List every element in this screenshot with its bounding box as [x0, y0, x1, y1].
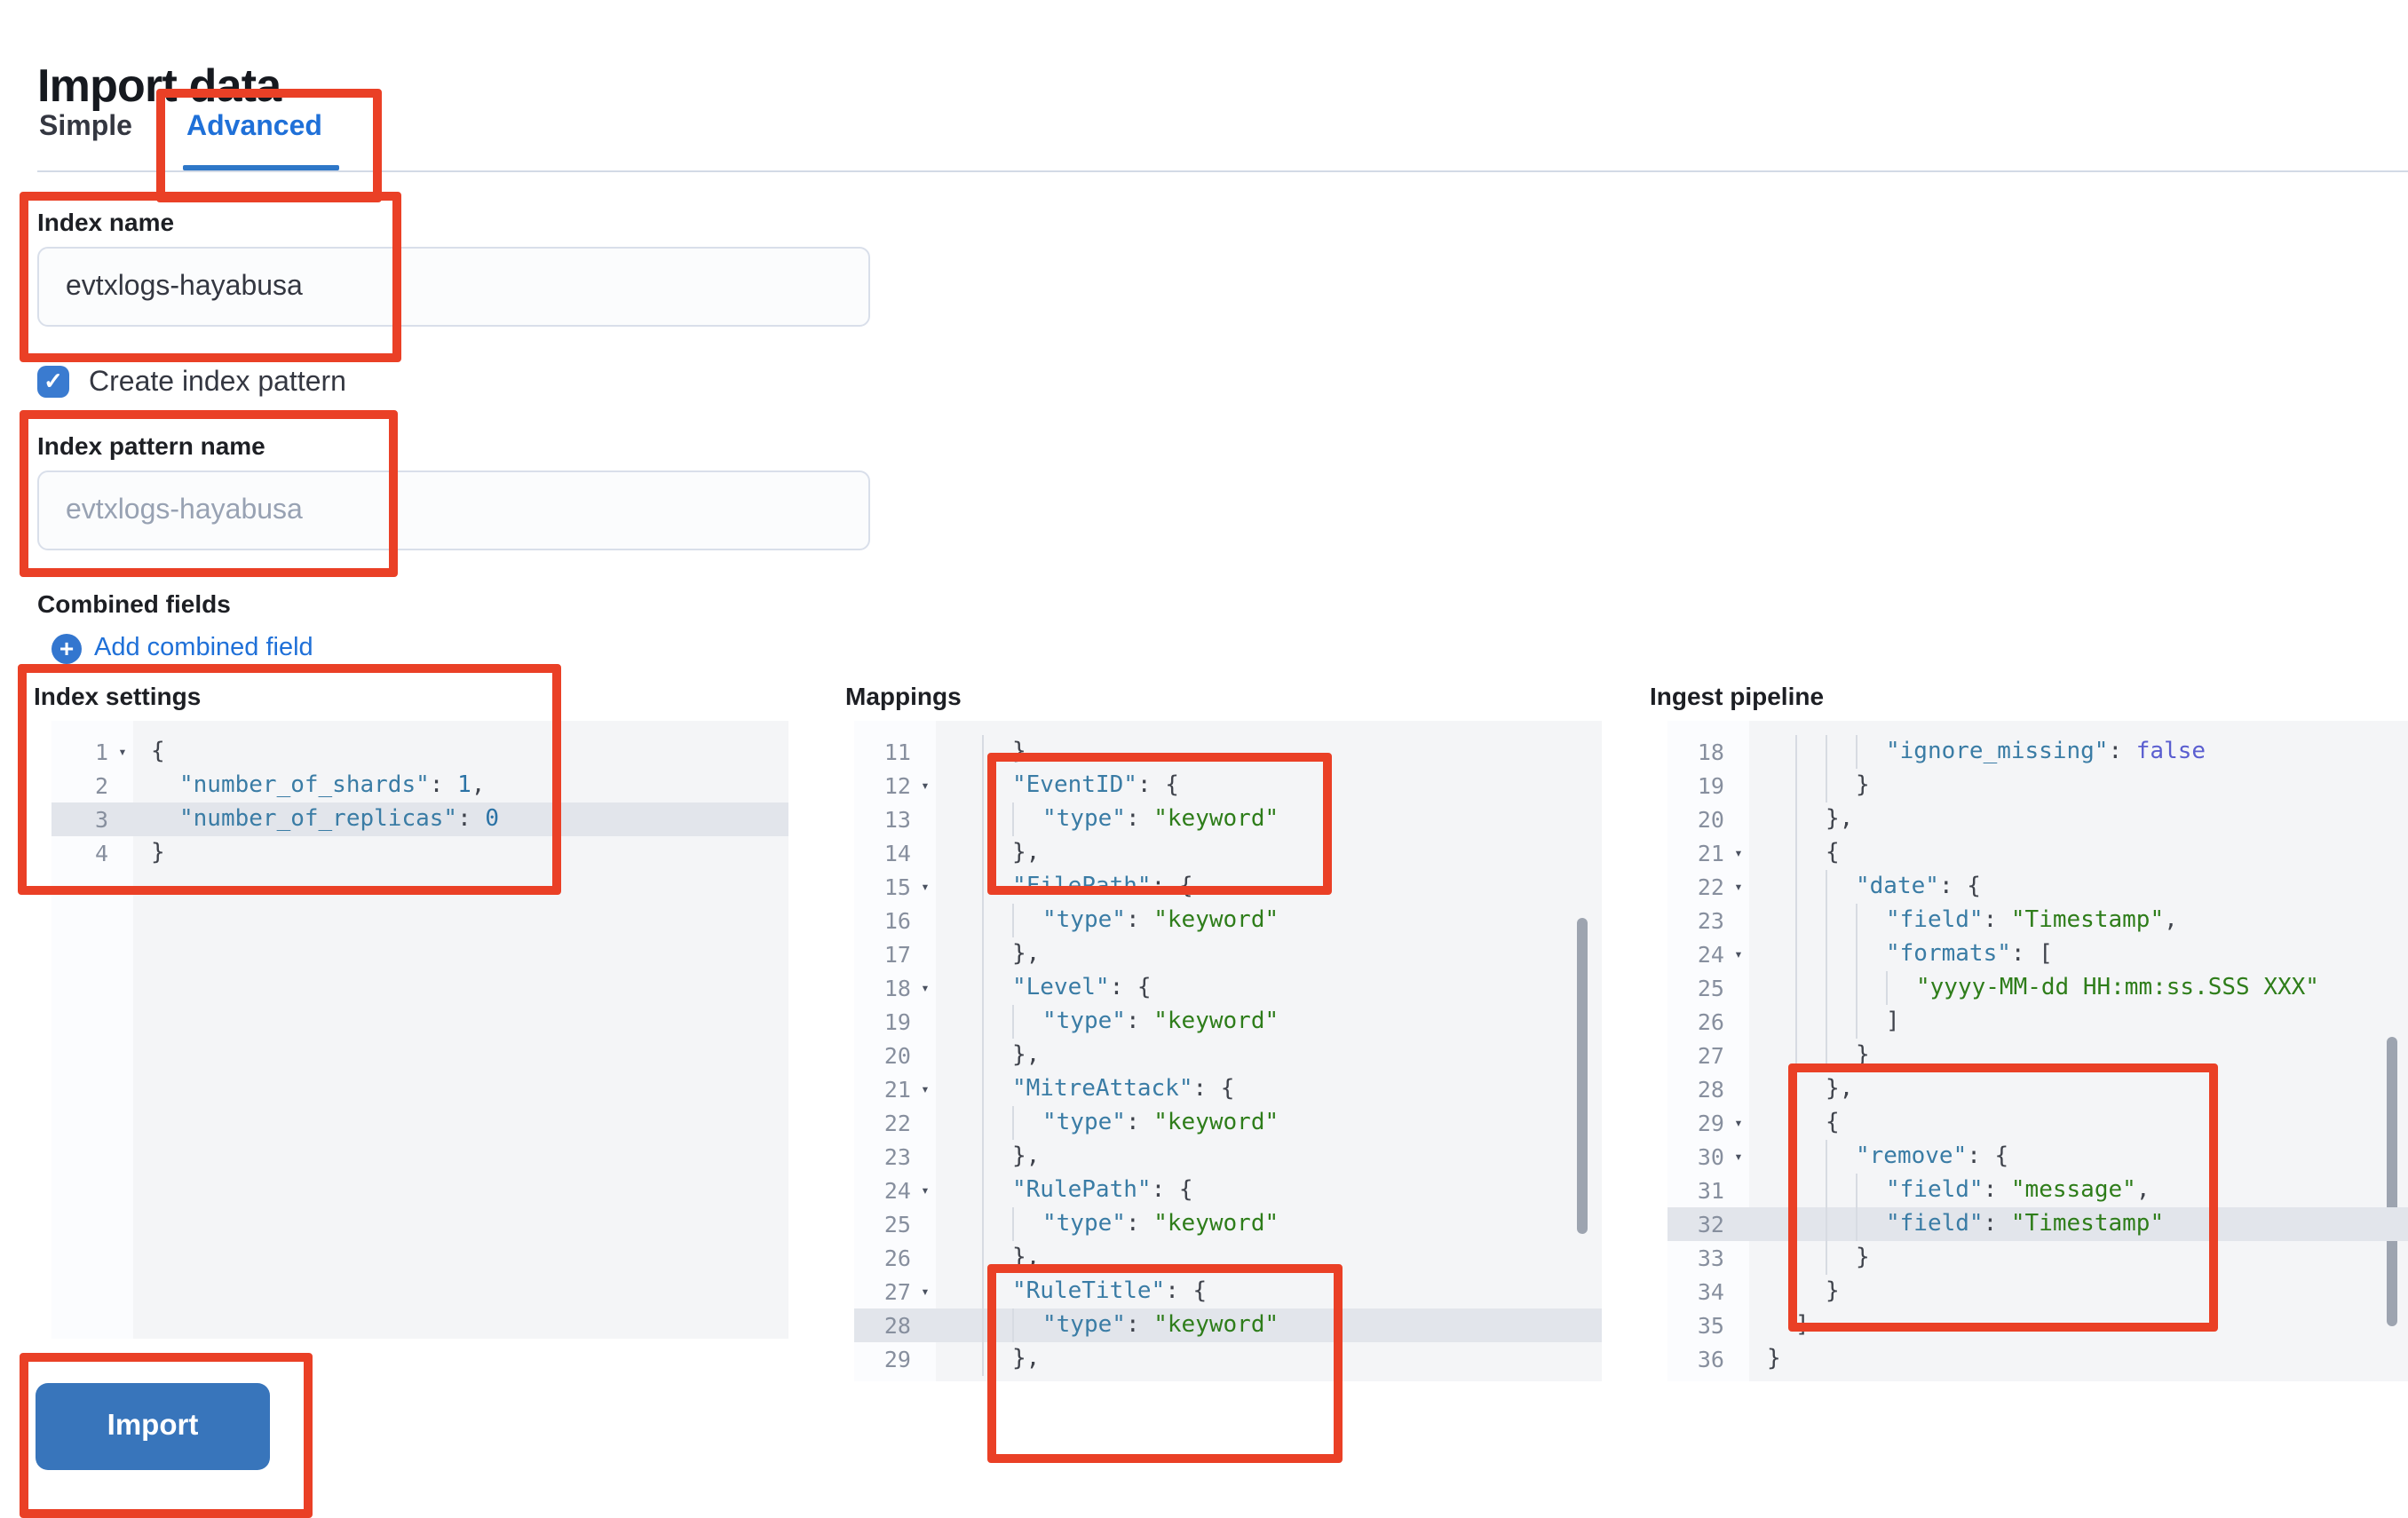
ingest-pipeline-scrollbar[interactable] [2387, 1037, 2397, 1326]
code-line: 25"type": "keyword" [854, 1207, 1602, 1241]
code-line: 12▾"EventID": { [854, 769, 1602, 802]
code-line: 26] [1667, 1005, 2408, 1039]
code-line: 19} [1667, 769, 2408, 802]
code-line: 23"field": "Timestamp", [1667, 904, 2408, 937]
code-line: 21▾"MitreAttack": { [854, 1072, 1602, 1106]
code-line: 27} [1667, 1039, 2408, 1072]
fold-arrow-icon[interactable]: ▾ [921, 879, 930, 895]
fold-arrow-icon[interactable]: ▾ [921, 1284, 930, 1300]
code-line: 25"yyyy-MM-dd HH:mm:ss.SSS XXX" [1667, 971, 2408, 1005]
code-line: 36} [1697, 1346, 1781, 1372]
import-button[interactable]: Import [36, 1383, 270, 1470]
fold-arrow-icon[interactable]: ▾ [921, 778, 930, 794]
mappings-scrollbar[interactable] [1577, 918, 1588, 1234]
code-line: 30▾"remove": { [1667, 1140, 2408, 1174]
code-line: 4} [94, 840, 165, 866]
code-line: 35] [1697, 1312, 1810, 1339]
code-line: 28"type": "keyword" [854, 1308, 1602, 1342]
code-line: 22▾"date": { [1667, 870, 2408, 904]
fold-arrow-icon[interactable]: ▾ [1734, 1149, 1743, 1165]
index-name-label: Index name [37, 208, 175, 236]
fold-arrow-icon[interactable]: ▾ [921, 980, 930, 996]
page-title: Import data [37, 59, 281, 113]
code-line: 29▾{ [1667, 1106, 2408, 1140]
code-line: 2"number_of_shards": 1, [94, 772, 486, 799]
code-line: 15▾"FilePath": { [854, 870, 1602, 904]
fold-arrow-icon[interactable]: ▾ [1734, 879, 1743, 895]
code-line: 18"ignore_missing": false [1667, 735, 2408, 769]
create-index-pattern-checkbox[interactable] [37, 366, 69, 398]
code-line: 24▾"formats": [ [1667, 937, 2408, 971]
code-line: 16"type": "keyword" [854, 904, 1602, 937]
active-tab-underline [183, 165, 339, 170]
code-line: 3"number_of_replicas": 0 [51, 802, 788, 836]
mappings-label: Mappings [845, 682, 962, 710]
fold-arrow-icon[interactable]: ▾ [118, 744, 127, 760]
code-line: 22"type": "keyword" [854, 1106, 1602, 1140]
code-line: 14}, [854, 836, 1602, 870]
plus-in-circle-icon[interactable] [51, 632, 82, 664]
tab-simple[interactable]: Simple [39, 112, 132, 142]
code-line: 20}, [1667, 802, 2408, 836]
code-line: 31"field": "message", [1667, 1174, 2408, 1207]
index-settings-label: Index settings [34, 682, 202, 710]
fold-arrow-icon[interactable]: ▾ [1734, 845, 1743, 861]
code-line: 1▾{ [51, 735, 788, 769]
code-line: 29}, [854, 1342, 1602, 1376]
code-line: 18▾"Level": { [854, 971, 1602, 1005]
index-pattern-name-label: Index pattern name [37, 431, 265, 460]
fold-arrow-icon[interactable]: ▾ [921, 1081, 930, 1097]
code-line: 23}, [854, 1140, 1602, 1174]
index-name-input[interactable] [37, 247, 870, 327]
code-line: 11}, [854, 735, 1602, 769]
code-line: 32"field": "Timestamp" [1667, 1207, 2408, 1241]
fold-arrow-icon[interactable]: ▾ [1734, 946, 1743, 962]
create-index-pattern-label: Create index pattern [89, 368, 346, 398]
editor-gutter [1667, 721, 1749, 1381]
index-pattern-name-input[interactable] [37, 470, 870, 550]
code-line: 19"type": "keyword" [854, 1005, 1602, 1039]
fold-arrow-icon[interactable]: ▾ [1734, 1115, 1743, 1131]
ingest-pipeline-label: Ingest pipeline [1650, 682, 1825, 710]
code-line: 33} [1667, 1241, 2408, 1275]
code-line: 27▾"RuleTitle": { [854, 1275, 1602, 1308]
code-line: 26}, [854, 1241, 1602, 1275]
code-line: 34} [1667, 1275, 2408, 1308]
combined-fields-label: Combined fields [37, 589, 231, 618]
code-line: 24▾"RulePath": { [854, 1174, 1602, 1207]
code-line: 28}, [1667, 1072, 2408, 1106]
editor-gutter [854, 721, 936, 1381]
tabs-divider [37, 170, 2408, 172]
code-line: 13"type": "keyword" [854, 802, 1602, 836]
add-combined-field-link[interactable]: Add combined field [94, 634, 313, 662]
code-line: 20}, [854, 1039, 1602, 1072]
code-line: 21▾{ [1667, 836, 2408, 870]
tab-advanced[interactable]: Advanced [186, 112, 322, 142]
code-line: 17}, [854, 937, 1602, 971]
index-settings-editor[interactable]: 1▾{ 2"number_of_shards": 1, 3"number_of_re… [51, 721, 788, 1339]
mappings-editor[interactable]: 11},12▾"EventID": {13"type": "keyword"14… [854, 721, 1602, 1381]
fold-arrow-icon[interactable]: ▾ [921, 1182, 930, 1198]
